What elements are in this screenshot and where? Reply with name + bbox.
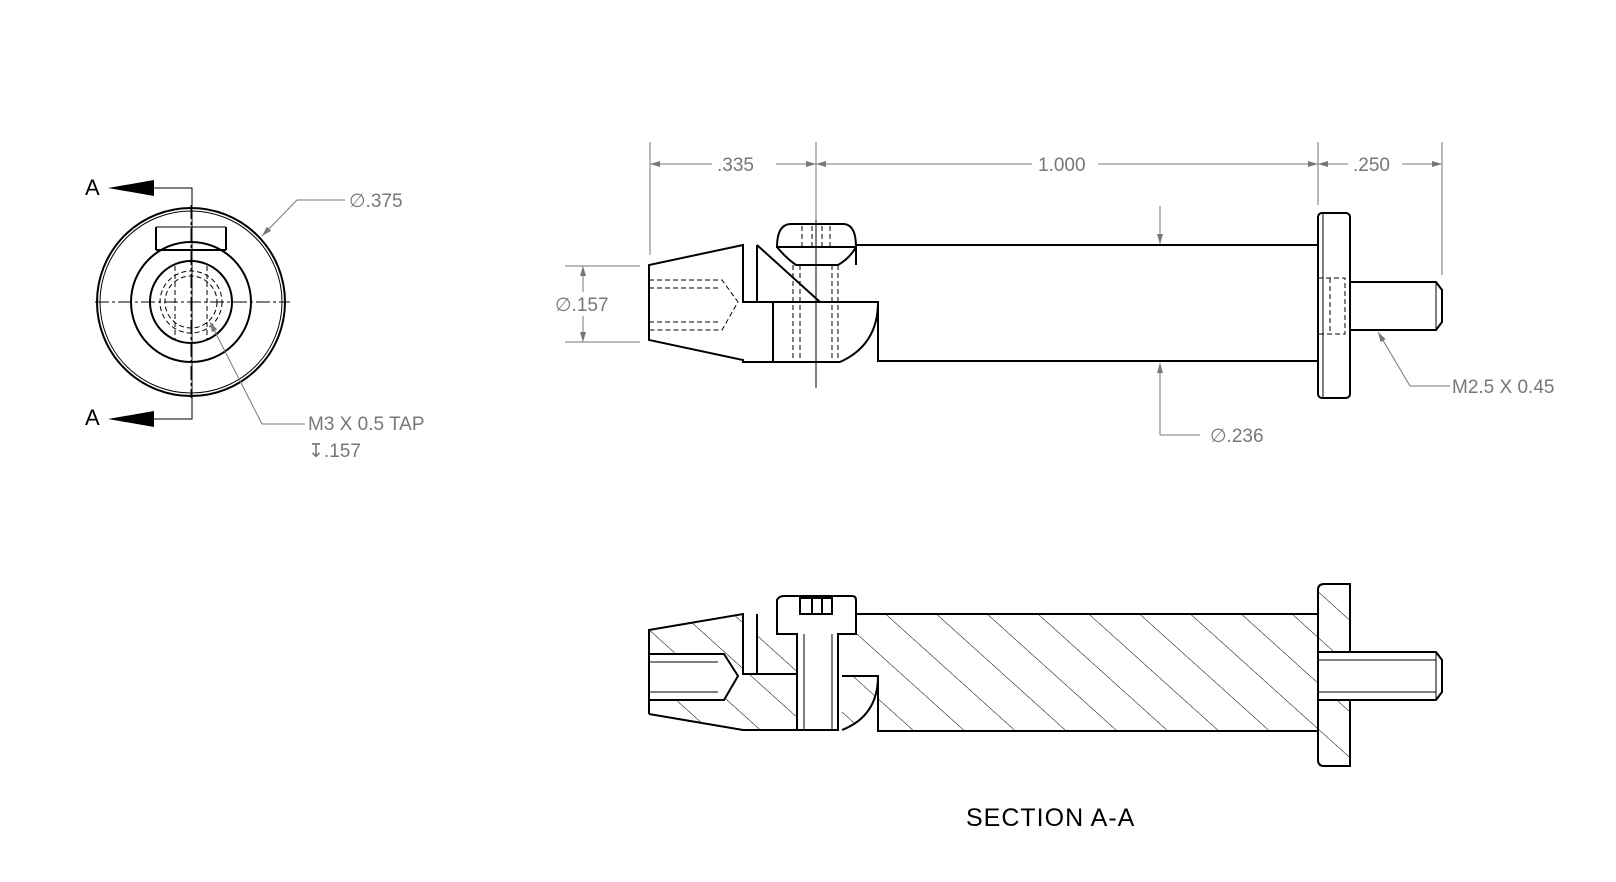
leader-stud-thread: M2.5 X 0.45 bbox=[1377, 331, 1554, 398]
dimension-lengths: .335 1.000 .250 bbox=[649, 142, 1443, 275]
dim-stud-thread: M2.5 X 0.45 bbox=[1452, 377, 1554, 398]
section-marker-bottom: A bbox=[85, 405, 100, 430]
dim-length-flange-stud: .250 bbox=[1353, 155, 1390, 176]
section-marker-top: A bbox=[85, 175, 100, 200]
dim-body-diameter: ∅.236 bbox=[1210, 426, 1264, 447]
dim-tap-depth: ↧.157 bbox=[308, 441, 361, 462]
dimension-body-diameter: ∅.236 bbox=[1157, 206, 1264, 447]
side-view bbox=[648, 145, 1443, 399]
dim-length-body: 1.000 bbox=[1038, 155, 1086, 176]
dimension-tip-diameter: ∅.157 bbox=[555, 265, 640, 343]
leader-tap: M3 X 0.5 TAP ↧.157 bbox=[209, 321, 425, 462]
dim-outer-diameter: ∅.375 bbox=[349, 191, 403, 212]
section-cutting-plane: A A bbox=[85, 175, 193, 430]
dim-tip-diameter: ∅.157 bbox=[555, 295, 609, 316]
leader-outer-diameter: ∅.375 bbox=[261, 191, 403, 237]
dim-tap-spec: M3 X 0.5 TAP bbox=[308, 414, 425, 435]
section-title: SECTION A-A bbox=[966, 804, 1135, 832]
dim-length-tip: .335 bbox=[717, 155, 754, 176]
section-view: SECTION A-A bbox=[648, 583, 1443, 832]
